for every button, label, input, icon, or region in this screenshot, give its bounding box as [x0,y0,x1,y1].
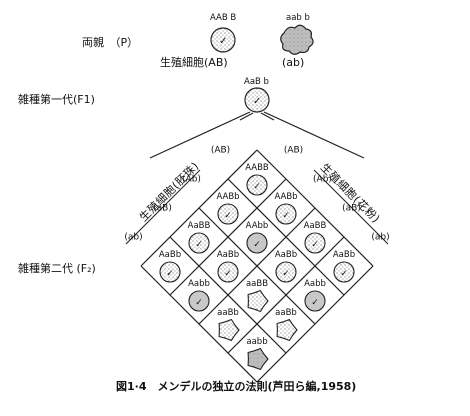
grid-cell: aaBB [246,279,269,313]
grid-line [227,236,345,354]
cell-genotype: AABB [245,163,269,173]
seed-mark: ✓ [195,298,203,308]
seed-mark: ✓ [253,240,261,250]
cell-genotype: AABb [216,192,239,202]
gamete-ab-label: (ab) [282,56,304,69]
f1-label: 雑種第一代(F1) [18,92,95,106]
seed-shape [247,347,269,371]
grid-cell: aaBb [217,308,240,342]
seed-shape [217,261,239,283]
left-gamete-label: (ab) [124,233,142,243]
cell-genotype: AaBb [217,250,239,260]
seed-shape [188,290,210,312]
grid-cell: Aabb ✓ [188,279,210,312]
gamete-label: 生殖細胞(AB) [160,55,228,69]
parent-left-seed: ✓ [210,27,236,53]
right-gamete-label: (ab) [371,233,389,243]
seed-shape [159,261,181,283]
cell-genotype: Aabb [188,279,210,289]
cell-genotype: AaBb [159,250,181,260]
side-braces [125,169,389,245]
seed-mark: ✓ [311,240,319,250]
seed-shape [304,232,326,254]
grid-cell: AaBb ✓ [333,250,355,283]
seed-mark: ✓ [195,240,203,250]
cell-genotype: aaBb [275,308,297,318]
cell-genotype: AaBB [304,221,327,231]
seed-shape [217,203,239,225]
grid-cell: AABB ✓ [245,163,269,196]
seed-mark: ✓ [282,269,290,279]
left-gamete-label: (aB) [153,204,172,214]
seed-shape [333,261,355,283]
svg-text:✓: ✓ [253,96,261,107]
f1-genotype: AaB b [244,77,269,87]
parent-left-genotype: AAB B [210,13,236,23]
grid-line [256,265,374,383]
f2-label: 雑種第二代 (F₂) [18,261,96,275]
seed-mark: ✓ [224,269,232,279]
cell-genotype: aaBb [217,308,239,318]
seed-shape [246,174,268,196]
male-side-label: 生殖細胞(花粉) [318,160,383,225]
grid-cell: Aabb ✓ [304,279,326,312]
figure-caption: 図1·4 メンデルの独立の法則(芦田ら編,1958) [116,379,356,393]
cell-genotype: AaBB [188,221,211,231]
grid-cell: AABb ✓ [274,192,298,225]
grid-cell: AaBB ✓ [188,221,211,254]
f1-seed: ✓ [244,87,270,113]
seed-shape [276,318,298,342]
seed-shape [304,290,326,312]
cell-genotype: AaBb [333,250,355,260]
parent-right-seed [280,24,314,55]
grid-line [140,265,258,383]
grid-cell: AaBb ✓ [275,250,297,283]
right-gamete-label: (aB) [342,204,361,214]
seed-shape [246,232,268,254]
grid-cell: aabb [246,337,269,371]
right-gamete-label: (Ab) [313,175,332,185]
left-gamete-labels: (AB) (Ab) (aB) (ab) [124,146,230,243]
grid-cell: AaBb ✓ [217,250,239,283]
grid-line [169,236,287,354]
seed-mark: ✓ [282,211,290,221]
svg-text:✓: ✓ [219,36,227,47]
seed-mark: ✓ [166,269,174,279]
cell-genotype: AABb [274,192,297,202]
right-gamete-labels: (AB) (Ab) (aB) (ab) [284,146,390,243]
left-gamete-label: (AB) [211,146,230,156]
seed-mark: ✓ [224,211,232,221]
grid-cell: AABb ✓ [216,192,240,225]
cell-genotype: AaBb [275,250,297,260]
grid-cell: AAbb ✓ [246,221,269,254]
seed-shape [275,203,297,225]
seed-shape [275,261,297,283]
branch-lines [149,111,365,159]
seed-shape [218,318,240,342]
parent-right-genotype: aab b [286,13,310,23]
seed-shape [188,232,210,254]
cell-genotype: Aabb [304,279,326,289]
seed-shape [247,289,269,313]
cell-genotype: aabb [246,337,267,347]
right-gamete-label: (AB) [284,146,303,156]
cell-genotype: aaBB [246,279,268,289]
grid-cell: AaBB ✓ [304,221,327,254]
seed-mark: ✓ [340,269,348,279]
punnett-grid: AABB ✓ AABb ✓ AaBB ✓ AaBb ✓ AABb ✓ AAbb ✓ AaBb ✓ Aabb ✓… [140,149,374,383]
cell-genotype: AAbb [246,221,269,231]
grid-cell: AaBb ✓ [159,250,181,283]
grid-cell: aaBb [275,308,298,342]
left-gamete-label: (Ab) [182,175,201,185]
seed-mark: ✓ [253,182,261,192]
grid-line [198,207,316,325]
parents-label: 両親 （P） [82,36,138,49]
seed-mark: ✓ [311,298,319,308]
